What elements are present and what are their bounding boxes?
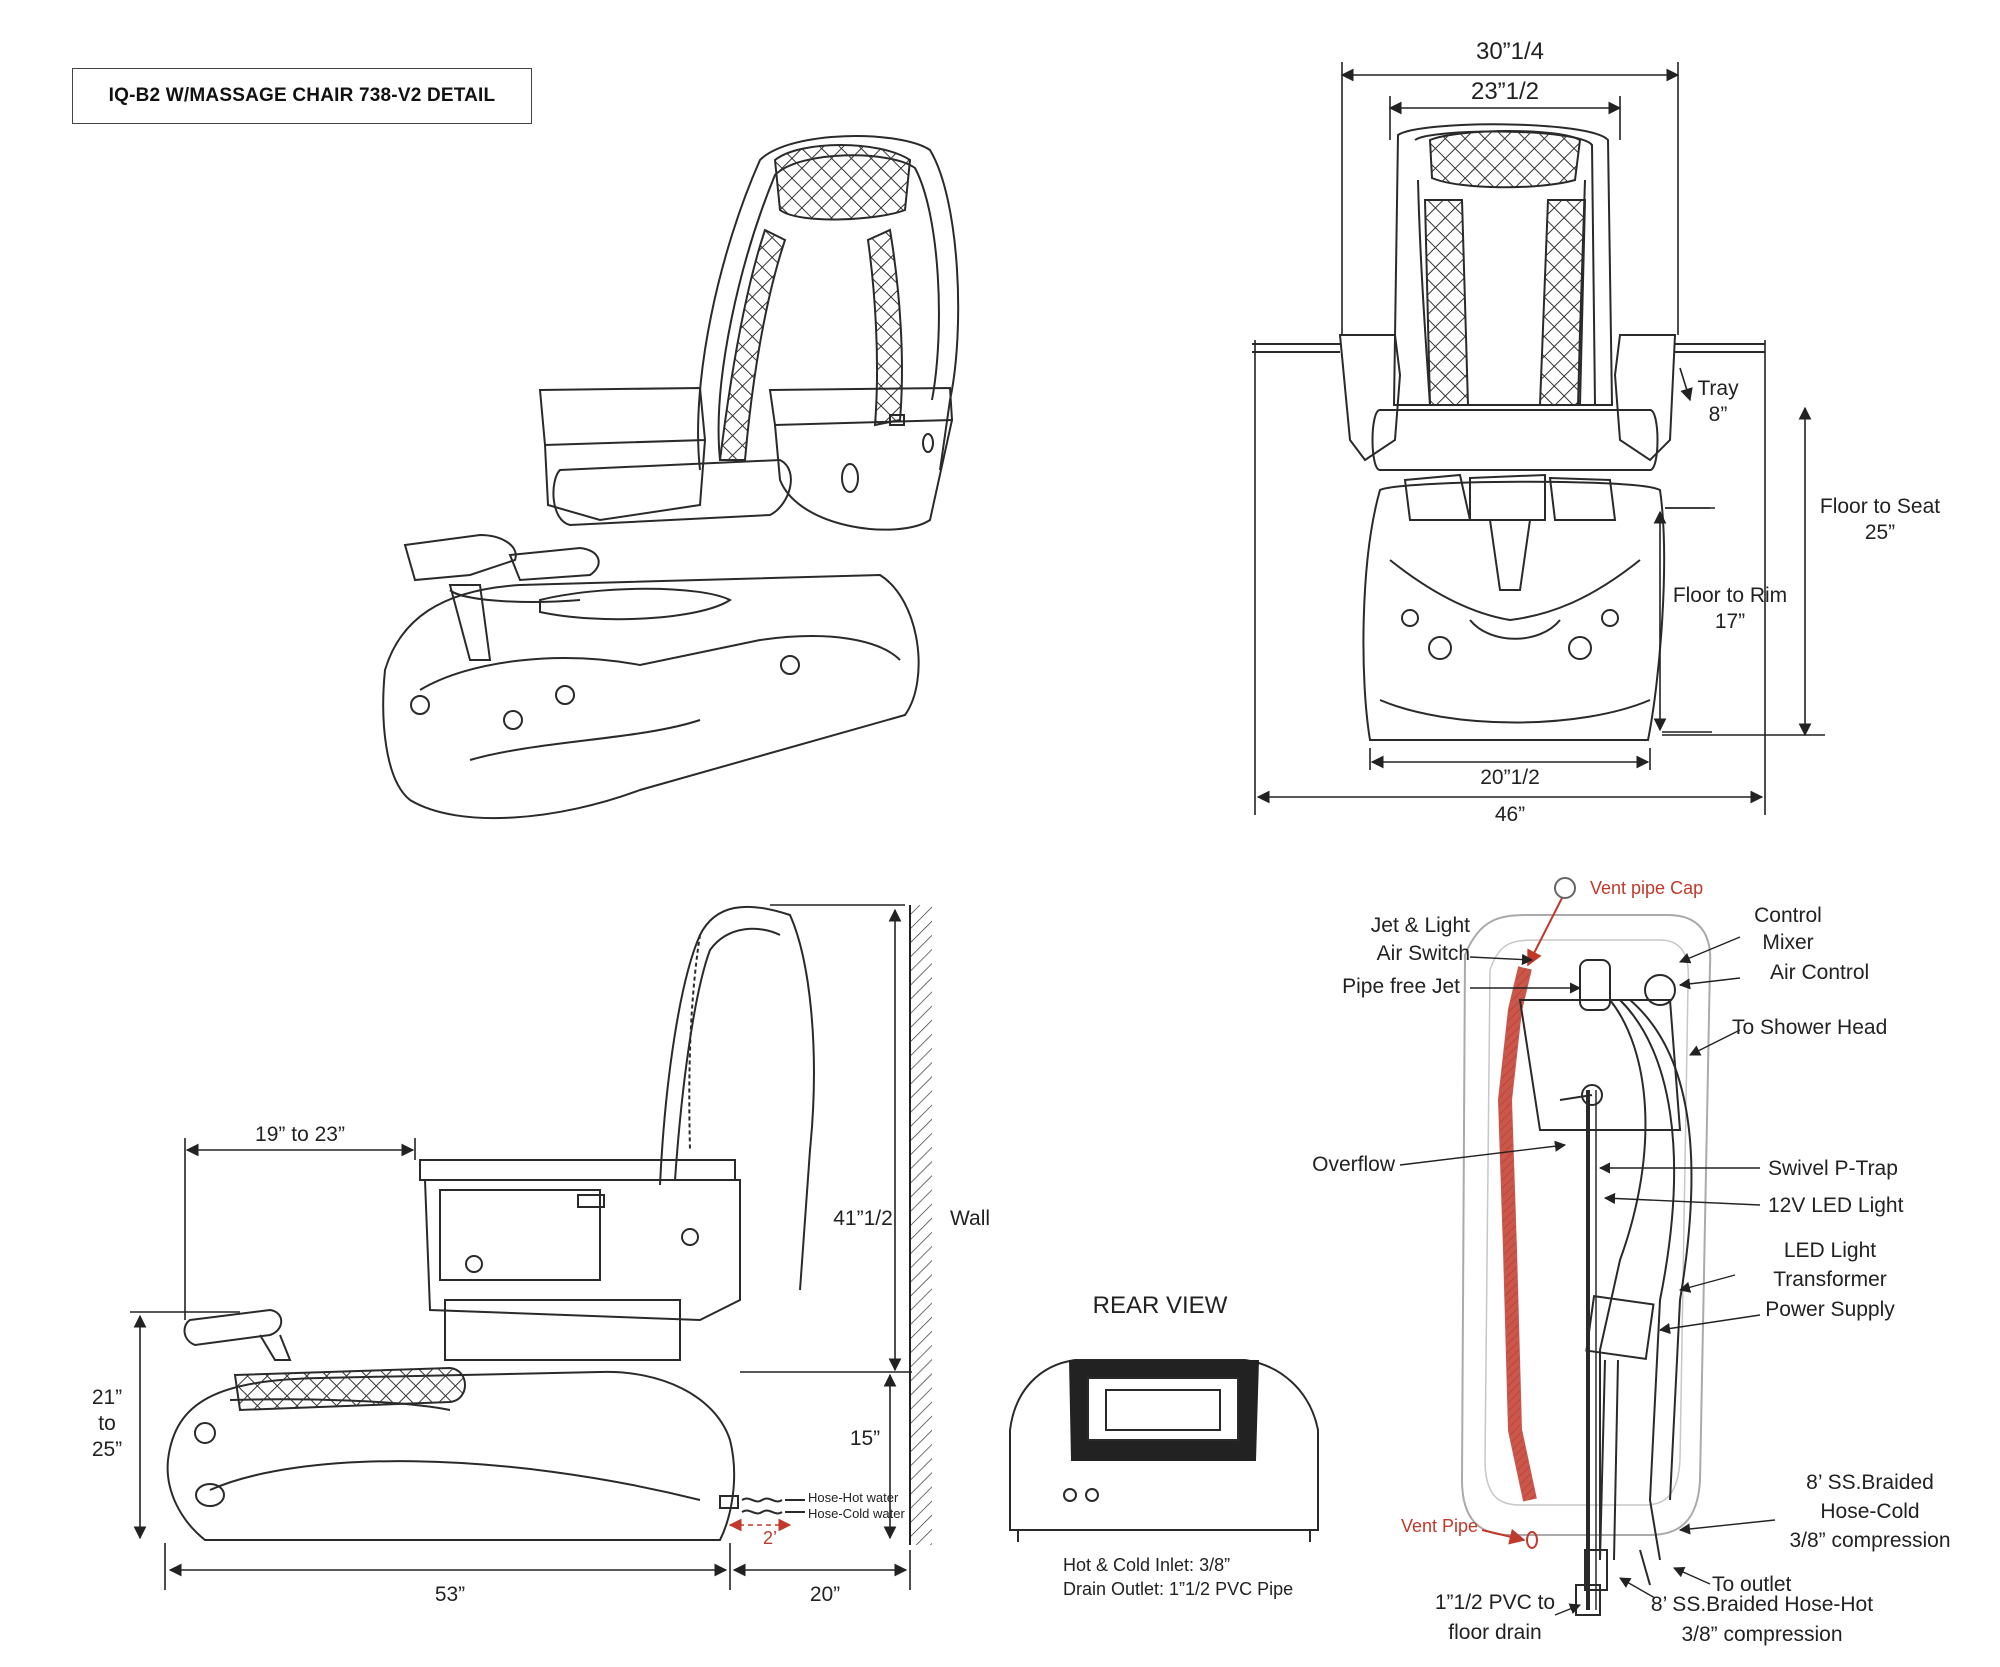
hose-cold-label-3: 3/8” compression bbox=[1789, 1529, 1951, 1552]
front-overall-width-label: 30”1/4 bbox=[1475, 38, 1545, 65]
side-view-drawing bbox=[166, 905, 815, 1541]
to-shower-head-label: To Shower Head bbox=[1732, 1016, 1888, 1039]
vent-pipe-cap-label: Vent pipe Cap bbox=[1590, 878, 1704, 898]
side-view-dimensions bbox=[130, 904, 912, 1590]
side-length-label: 53” bbox=[434, 1583, 466, 1606]
jet-light-label-2: Air Switch bbox=[1376, 942, 1470, 965]
plumbing-diagram bbox=[1399, 877, 1776, 1616]
led-12v-label: 12V LED Light bbox=[1768, 1194, 1904, 1217]
front-view-dimensions bbox=[1254, 62, 1825, 815]
wall-hatch bbox=[910, 905, 932, 1545]
to-outlet-label: To outlet bbox=[1712, 1573, 1792, 1596]
floor-to-rim-label: Floor to Rim bbox=[1672, 584, 1788, 607]
hose-hot-label-1: 8’ SS.Braided Hose-Hot bbox=[1650, 1593, 1874, 1616]
front-base-width-label: 20”1/2 bbox=[1480, 766, 1540, 789]
floor-to-rim-value: 17” bbox=[1714, 610, 1746, 633]
control-mixer-label-1: Control bbox=[1754, 904, 1822, 927]
wall-label: Wall bbox=[950, 1207, 991, 1230]
isometric-chair-drawing bbox=[382, 135, 960, 820]
hose-hot-label-2: 3/8” compression bbox=[1681, 1623, 1843, 1646]
footrest-range-label: 19” to 23” bbox=[255, 1123, 345, 1146]
tray-value: 8” bbox=[1708, 403, 1728, 426]
front-inner-width-label: 23”1/2 bbox=[1470, 78, 1540, 105]
footrest-height-line1: 21” bbox=[91, 1386, 123, 1409]
diagram-title: IQ-B2 W/MASSAGE CHAIR 738-V2 DETAIL bbox=[72, 68, 532, 124]
swivel-ptrap-label: Swivel P-Trap bbox=[1768, 1157, 1898, 1180]
clearance-label: 15” bbox=[849, 1427, 881, 1450]
tray-label: Tray bbox=[1697, 377, 1739, 400]
front-view-drawing bbox=[1252, 123, 1765, 741]
rear-view-heading: REAR VIEW bbox=[1092, 1292, 1228, 1319]
air-control-label: Air Control bbox=[1770, 961, 1870, 984]
hose-length-label: 2’ bbox=[762, 1528, 777, 1548]
footrest-height-line3: 25” bbox=[91, 1438, 123, 1461]
footrest-height-line2: to bbox=[98, 1412, 116, 1435]
transformer-label-1: LED Light bbox=[1783, 1239, 1877, 1262]
pvc-label-2: floor drain bbox=[1448, 1621, 1542, 1644]
hose-cold-label-1: 8’ SS.Braided bbox=[1806, 1471, 1934, 1494]
pvc-label-1: 1”1/2 PVC to bbox=[1434, 1591, 1556, 1614]
overflow-label: Overflow bbox=[1312, 1153, 1395, 1176]
rear-view-drawing bbox=[1009, 1359, 1319, 1542]
rear-inlet-note: Hot & Cold Inlet: 3/8” bbox=[1063, 1555, 1231, 1575]
hose-cold-label-2: Hose-Cold bbox=[1820, 1500, 1920, 1523]
wall-gap-label: 20” bbox=[809, 1583, 841, 1606]
pipe-free-jet-label: Pipe free Jet bbox=[1342, 975, 1460, 998]
rear-drain-note: Drain Outlet: 1”1/2 PVC Pipe bbox=[1063, 1579, 1294, 1599]
transformer-label-2: Transformer bbox=[1773, 1268, 1887, 1291]
floor-to-seat-value: 25” bbox=[1864, 521, 1896, 544]
floor-to-seat-label: Floor to Seat bbox=[1819, 495, 1941, 518]
jet-light-label-1: Jet & Light bbox=[1370, 914, 1470, 937]
hose-cold-label: Hose-Cold water bbox=[808, 1506, 905, 1521]
control-mixer-label-2: Mixer bbox=[1762, 931, 1814, 954]
transformer-label-3: Power Supply bbox=[1765, 1298, 1895, 1321]
side-height-label: 41”1/2 bbox=[833, 1207, 893, 1230]
vent-pipe-label: Vent Pipe bbox=[1400, 1516, 1478, 1536]
hose-hot-label: Hose-Hot water bbox=[808, 1490, 899, 1505]
front-total-width-label: 46” bbox=[1494, 803, 1526, 826]
